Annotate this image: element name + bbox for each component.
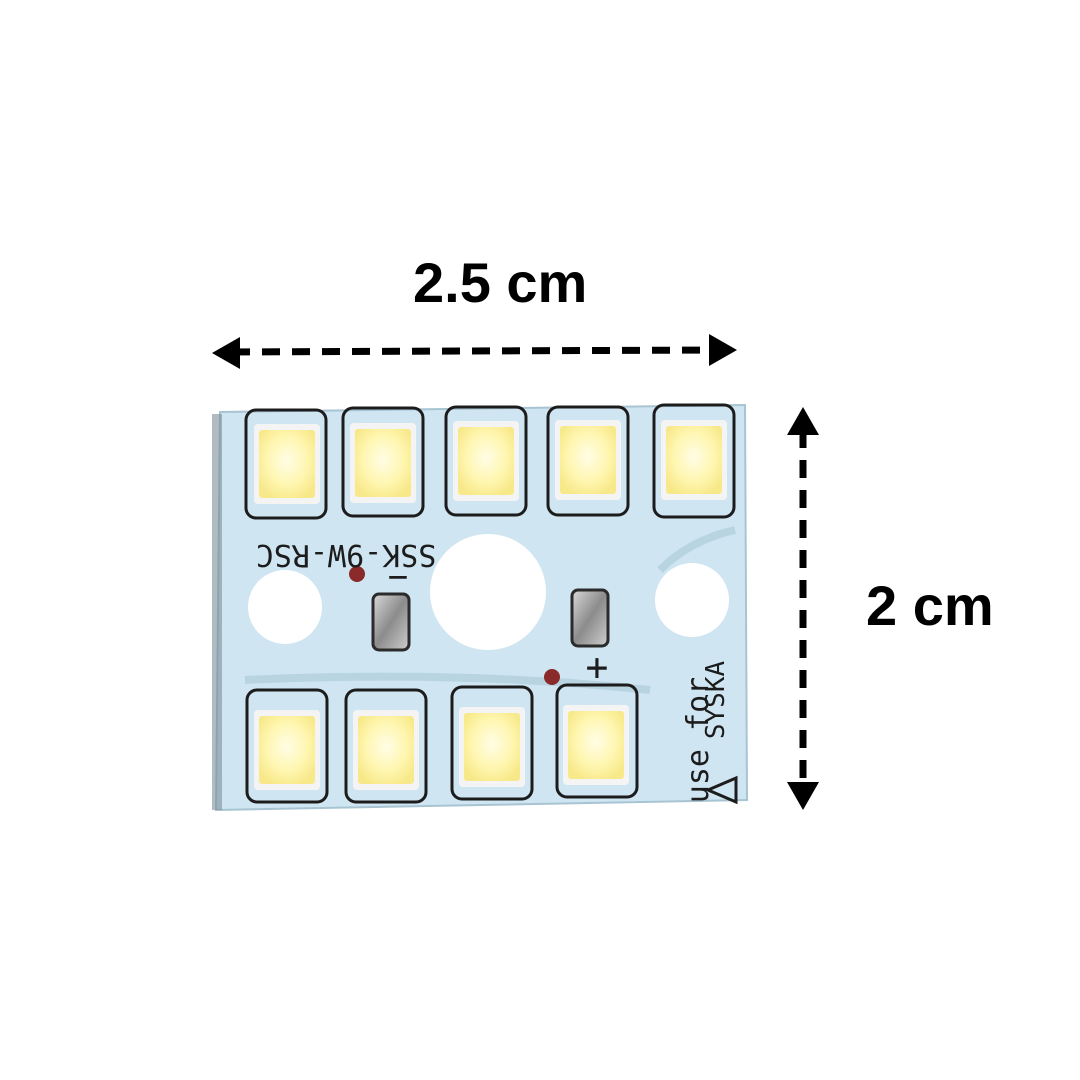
mounting-hole-left (248, 570, 322, 644)
led-chip (341, 406, 425, 518)
brand-text: SYSKA (701, 661, 731, 740)
led-pcb-board: SSK-9W-RSC − + use for SYSKA (212, 403, 749, 812)
height-dimension-arrow (787, 407, 819, 810)
led-chip (450, 685, 534, 801)
solder-pad-negative (371, 592, 411, 652)
led-row-top (244, 403, 736, 520)
height-dimension-label: 2 cm (866, 574, 994, 637)
led-chip (546, 405, 630, 517)
use-for-text: use for (681, 677, 716, 803)
led-row-bottom (245, 683, 639, 804)
negative-sign: − (388, 557, 408, 597)
width-dimension-arrow (212, 334, 737, 369)
positive-sign: + (586, 645, 609, 689)
led-chip (652, 403, 736, 519)
led-chip (245, 688, 329, 804)
solder-pad-positive (570, 588, 610, 648)
part-number-text: SSK-9W-RSC (256, 537, 437, 572)
width-dimension-label: 2.5 cm (413, 251, 588, 314)
led-chip (344, 688, 428, 804)
led-chip (444, 405, 528, 517)
led-chip (555, 683, 639, 799)
syska-logo-icon: SYSKA (701, 661, 738, 805)
led-chip (244, 408, 328, 520)
mounting-hole-right (655, 563, 729, 637)
mounting-hole-center (430, 534, 546, 650)
